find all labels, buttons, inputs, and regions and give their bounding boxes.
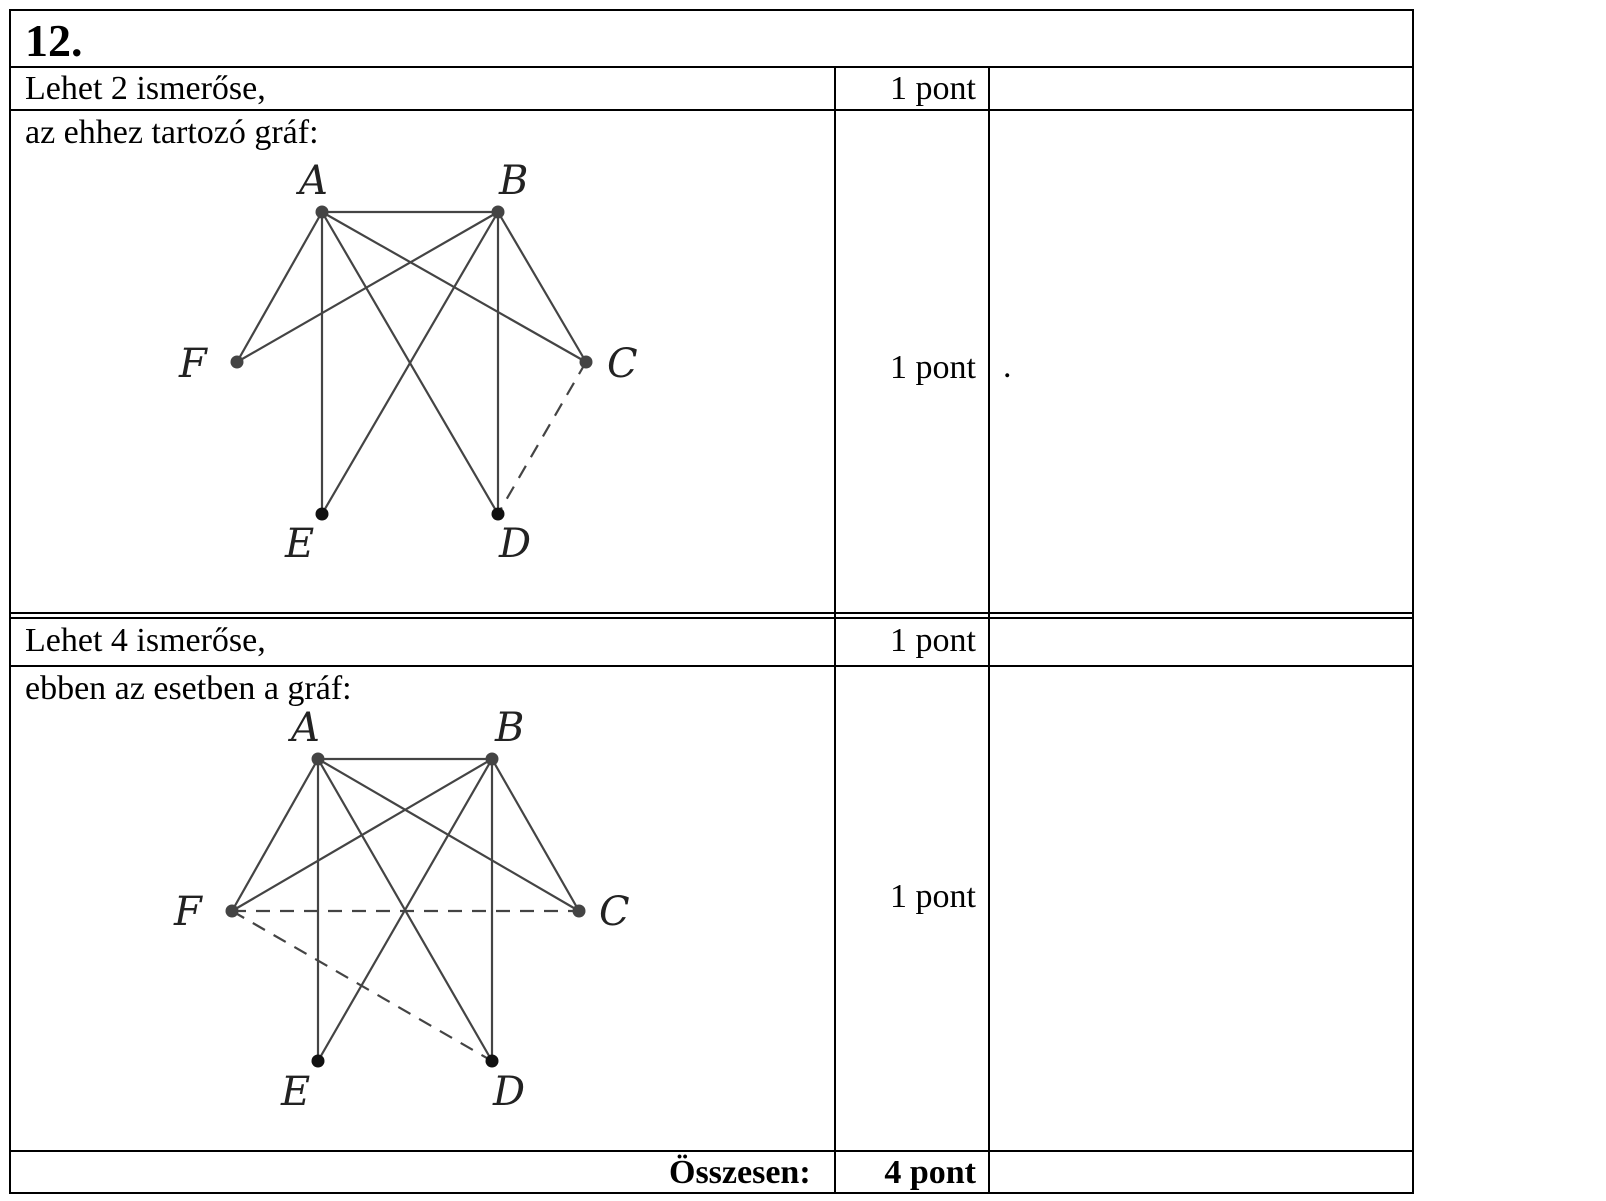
column-separator [988,66,990,1194]
scoring-table: 12. Lehet 2 ismerőse, 1 pont az ehhez ta… [9,9,1414,1201]
vertex-A [311,752,325,766]
row-text: Lehet 2 ismerőse, [25,70,266,107]
graph-diagram-1: A B C D E F [178,158,638,567]
vertex-label-E: E [284,521,314,567]
vertex-A [315,205,329,219]
vertex-label-B: B [498,158,528,204]
vertex-label-D: D [498,521,531,567]
dashed-edge-CD [497,361,587,515]
edge-BF [231,758,493,912]
table-border-left [9,9,11,1194]
row-separator [9,1150,1414,1152]
dashed-edge-FD [231,910,493,1062]
edge-BF [236,211,499,363]
vertex-label-D: D [492,1069,525,1115]
table-border-right [1412,9,1414,1194]
row-text: ebben az esetben a gráf: [25,670,352,707]
vertex-label-E: E [280,1069,310,1115]
vertex-E [315,507,329,521]
vertex-C [572,904,586,918]
row-note: . [1003,348,1012,385]
vertex-F [225,904,239,918]
vertex-label-C: C [599,889,630,935]
column-separator [834,66,836,1194]
edge-AF [236,211,323,363]
vertex-label-F: F [178,341,208,387]
edge-AF [231,758,319,912]
row-points: 1 pont [890,622,976,659]
table-border-top [9,9,1414,11]
vertex-label-A: A [295,158,328,204]
vertex-F [230,355,244,369]
row-separator [9,109,1414,111]
task-number: 12. [25,15,83,66]
row-separator [9,617,1414,619]
vertex-label-F: F [173,889,203,935]
vertex-label-B: B [494,705,524,751]
row-separator [9,66,1414,68]
vertex-E [311,1054,325,1068]
vertex-B [485,752,499,766]
row-text: Lehet 4 ismerőse, [25,622,266,659]
vertex-C [579,355,593,369]
edge-BC [497,211,587,363]
row-separator [9,612,1414,614]
edge-BE [321,211,499,515]
row-text: az ehhez tartozó gráf: [25,114,319,151]
vertex-D [491,507,505,521]
total-points: 4 pont [884,1154,976,1191]
vertex-B [491,205,505,219]
row-points: 1 pont [890,349,976,386]
vertex-label-C: C [607,341,638,387]
graph-diagram-2: A B C D E F [173,705,630,1115]
row-separator [9,665,1414,667]
vertex-label-A: A [287,705,320,751]
vertex-D [485,1054,499,1068]
total-label: Összesen: [669,1154,811,1191]
row-points: 1 pont [890,878,976,915]
edge-BC [491,758,580,912]
row-points: 1 pont [890,70,976,107]
